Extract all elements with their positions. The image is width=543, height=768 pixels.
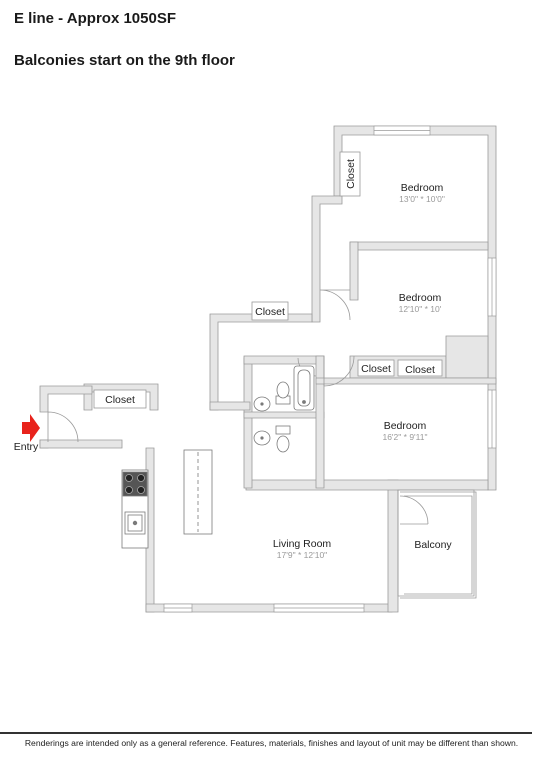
closet-box bbox=[93, 389, 147, 409]
room-dims-bedroom-3: 16'2" * 9'11" bbox=[382, 432, 427, 442]
wall-bed2-left bbox=[349, 241, 359, 301]
closet-label: Closet bbox=[255, 306, 285, 318]
door-bedroom3 bbox=[323, 355, 355, 387]
closet-label: Closet bbox=[405, 364, 435, 376]
entry-arrow-icon bbox=[22, 414, 40, 442]
closet-box bbox=[339, 151, 361, 197]
balcony-frame bbox=[397, 489, 475, 597]
closet-box bbox=[357, 359, 395, 377]
wall-bed3-left-top bbox=[315, 377, 497, 385]
wall-bath-right bbox=[315, 355, 325, 489]
balcony-railing bbox=[400, 491, 477, 599]
wall-bed2-top bbox=[349, 241, 489, 251]
kitchen-island bbox=[183, 449, 213, 535]
room-dims-living-room: 17'9" * 12'10" bbox=[277, 550, 327, 560]
footer-divider bbox=[0, 732, 532, 734]
room-dims-bedroom-2: 12'10" * 10' bbox=[399, 304, 442, 314]
page-subtitle: Balconies start on the 9th floor bbox=[14, 52, 235, 69]
wall-bath-left bbox=[243, 357, 253, 489]
door-balcony bbox=[399, 495, 429, 525]
disclaimer-text: Renderings are intended only as a genera… bbox=[24, 738, 519, 748]
door-entry bbox=[47, 411, 79, 443]
wall-left-hall bbox=[209, 401, 251, 411]
exterior-wall-entry bbox=[39, 385, 93, 413]
closet-label: Closet bbox=[105, 394, 135, 406]
interior-wall-entry-bottom bbox=[39, 439, 123, 449]
room-label-bedroom-3: Bedroom bbox=[384, 420, 427, 432]
page-title: E line - Approx 1050SF bbox=[14, 10, 176, 27]
wall-right-living bbox=[387, 479, 399, 613]
closet-label: Closet bbox=[345, 159, 357, 189]
kitchen bbox=[121, 449, 213, 549]
bath-fixtures bbox=[253, 365, 315, 453]
wall-living-top-right bbox=[245, 479, 489, 491]
wall-bed3-top bbox=[445, 335, 489, 379]
windows bbox=[163, 125, 497, 613]
closet-box bbox=[251, 301, 289, 321]
room-label-bedroom-1: Bedroom bbox=[401, 182, 444, 194]
closet-box bbox=[397, 359, 443, 377]
closet-label: Closet bbox=[361, 363, 391, 375]
wall-bath-mid bbox=[243, 411, 325, 419]
wall-bath-top bbox=[243, 355, 325, 365]
room-dims-bedroom-1: 13'0" * 10'0" bbox=[399, 194, 445, 204]
floor-plan: Bedroom 13'0" * 10'0" Bedroom 12'10" * 1… bbox=[14, 125, 497, 613]
exterior-wall-upper-left bbox=[311, 195, 343, 323]
room-label-balcony: Balcony bbox=[414, 539, 452, 551]
closet-boxes bbox=[93, 151, 443, 409]
room-label-living-room: Living Room bbox=[273, 538, 332, 550]
entry-label: Entry bbox=[14, 441, 39, 453]
room-label-bedroom-2: Bedroom bbox=[399, 292, 442, 304]
door-bedroom2 bbox=[319, 289, 351, 321]
toilet bbox=[275, 425, 291, 435]
